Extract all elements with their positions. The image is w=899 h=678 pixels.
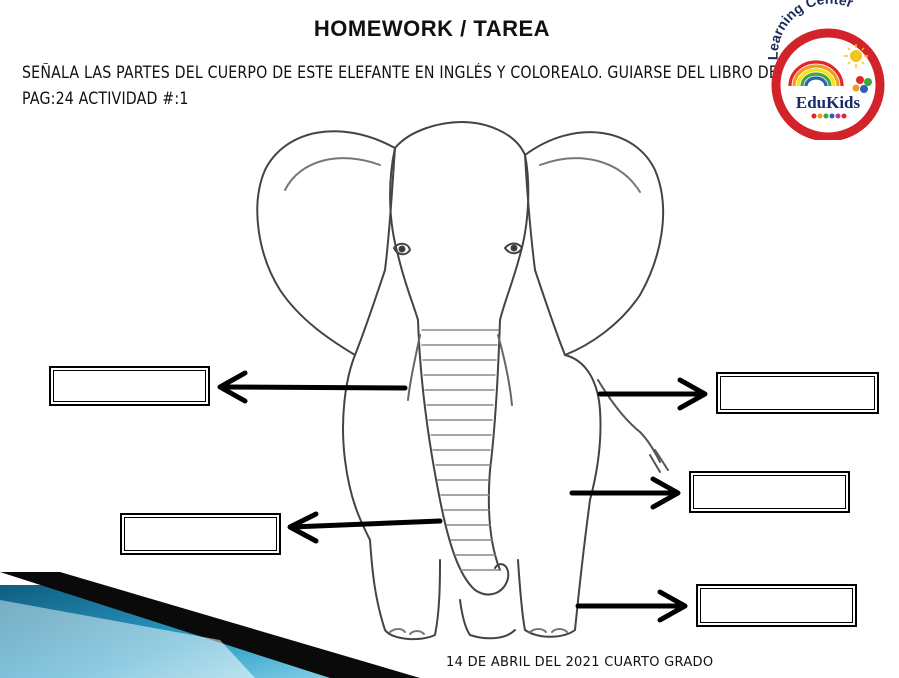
answer-box-right-1[interactable]: [716, 372, 879, 414]
answer-box-right-2[interactable]: [689, 471, 850, 513]
arrow-left-2: [287, 511, 443, 544]
logo-brand-text: EduKids: [796, 93, 861, 112]
edukids-logo: Learning Center EduKids: [760, 0, 895, 140]
arrow-right-2: [569, 476, 681, 510]
answer-box-left-1[interactable]: [49, 366, 210, 406]
answer-box-right-3[interactable]: [696, 584, 857, 627]
page-title: HOMEWORK / TAREA: [313, 16, 551, 41]
instructions-line-1: SEÑALA LAS PARTES DEL CUERPO DE ESTE ELE…: [22, 63, 787, 82]
arrow-right-3: [575, 589, 688, 623]
answer-box-left-2[interactable]: [120, 513, 281, 555]
logo-graphic: Learning Center EduKids: [765, 0, 885, 140]
arrow-left-1: [217, 370, 408, 404]
instructions-line-2: PAG:24 ACTIVIDAD #:1: [22, 89, 189, 108]
footer-date: 14 DE ABRIL DEL 2021 CUARTO GRADO: [446, 655, 714, 670]
arrow-right-1: [597, 377, 708, 411]
instructions-text: SEÑALA LAS PARTES DEL CUERPO DE ESTE ELE…: [22, 60, 787, 112]
